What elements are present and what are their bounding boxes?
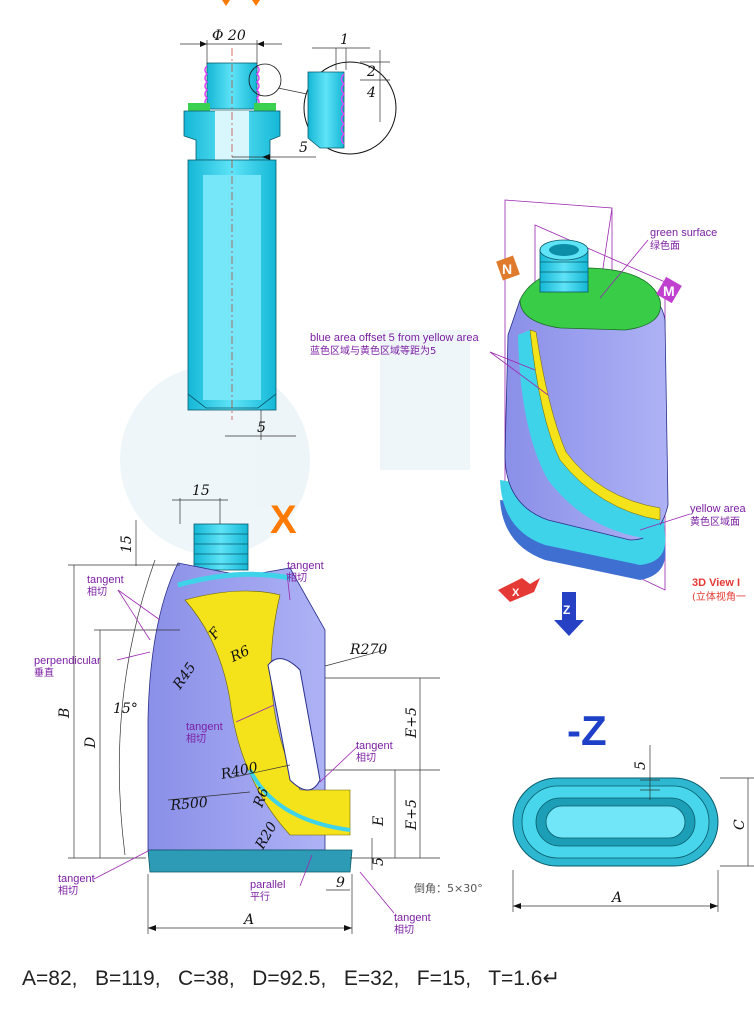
yellow-area-label-cn: 黄色区域面: [690, 515, 740, 528]
note-tangent-2-cn: 相切: [287, 571, 307, 584]
section-view: Φ 20 5 5 1 2 4: [180, 28, 397, 440]
detail-dim-1: 1: [340, 32, 349, 48]
note-tangent-1-cn: 相切: [87, 585, 107, 598]
dim-e5-upper: E+5: [404, 707, 420, 739]
dim-9: 9: [336, 875, 345, 891]
z-dim-c: C: [732, 819, 748, 830]
green-surface-label-cn: 绿色面: [650, 239, 680, 252]
x-axis-label: X: [512, 587, 520, 599]
z-view-title: -Z: [567, 707, 607, 754]
note-parallel: parallel: [250, 879, 285, 891]
iso-view-title: 3D View I: [692, 577, 740, 589]
note-tangent-5: tangent: [58, 873, 95, 885]
note-parallel-cn: 平行: [250, 890, 270, 903]
note-tangent-3: tangent: [186, 721, 223, 733]
dim-15-left: 15: [119, 535, 135, 553]
radius-r270: R270: [349, 642, 387, 658]
dim-angle-15: 15°: [113, 701, 138, 717]
parameter-list: A=82, B=119, C=38, D=92.5, E=32, F=15, T…: [22, 967, 561, 990]
dim-a-front: A: [242, 912, 254, 928]
iso-view-title-cn: (立体视角一: [692, 590, 746, 603]
radius-r500: R500: [169, 795, 209, 814]
dim-e5-lower: E+5: [404, 799, 420, 831]
dim-b: B: [57, 708, 73, 719]
note-tangent-4: tangent: [356, 740, 393, 752]
z-view: -Z 5 A C: [512, 707, 754, 912]
note-tangent-6: tangent: [394, 912, 431, 924]
front-view-title: X: [270, 498, 297, 542]
dim-5-wall: 5: [299, 140, 308, 156]
detail-dim-4: 4: [366, 85, 376, 101]
z-dim-5: 5: [633, 761, 649, 770]
dim-5-bottom: 5: [257, 420, 266, 436]
detail-dim-2: 2: [366, 64, 376, 80]
note-tangent-5-cn: 相切: [58, 884, 78, 897]
blue-area-label: blue area offset 5 from yellow area: [310, 332, 479, 344]
radius-r6-upper: R6: [227, 643, 252, 666]
yellow-area-label: yellow area: [690, 503, 747, 515]
note-tangent-3-cn: 相切: [186, 732, 206, 745]
radius-r6-lower: R6: [250, 786, 272, 811]
z-axis-arrow: [554, 592, 584, 636]
z-dim-a: A: [610, 890, 622, 906]
dim-phi20: Φ 20: [212, 28, 246, 44]
note-tangent-2: tangent: [287, 560, 324, 572]
iso-view: N M green surface 绿色面 blue area offset 5…: [310, 199, 747, 636]
note-tangent-1: tangent: [87, 574, 124, 586]
radius-r400: R400: [219, 759, 260, 783]
iso-label-n: N: [502, 261, 512, 277]
x-axis-arrow: [498, 578, 540, 602]
iso-label-m: M: [663, 283, 675, 299]
dim-5-base: 5: [371, 857, 387, 866]
green-surface-label: green surface: [650, 227, 717, 239]
dim-15-top: 15: [192, 483, 210, 499]
z-axis-label: Z: [563, 603, 570, 617]
dim-e: E: [371, 816, 387, 827]
note-perpendicular: perpendicular: [34, 655, 101, 667]
dim-d: D: [83, 737, 99, 749]
note-tangent-6-cn: 相切: [394, 923, 414, 936]
top-orange-mark: [222, 0, 260, 6]
blue-area-label-cn: 蓝色区域与黄色区域等距为5: [310, 344, 436, 357]
note-tangent-4-cn: 相切: [356, 751, 376, 764]
chamfer-note: 倒角：5×30°: [414, 882, 483, 895]
note-perpendicular-cn: 垂直: [34, 666, 54, 679]
front-view: X 15 15 B D 15° E+5: [34, 483, 483, 936]
